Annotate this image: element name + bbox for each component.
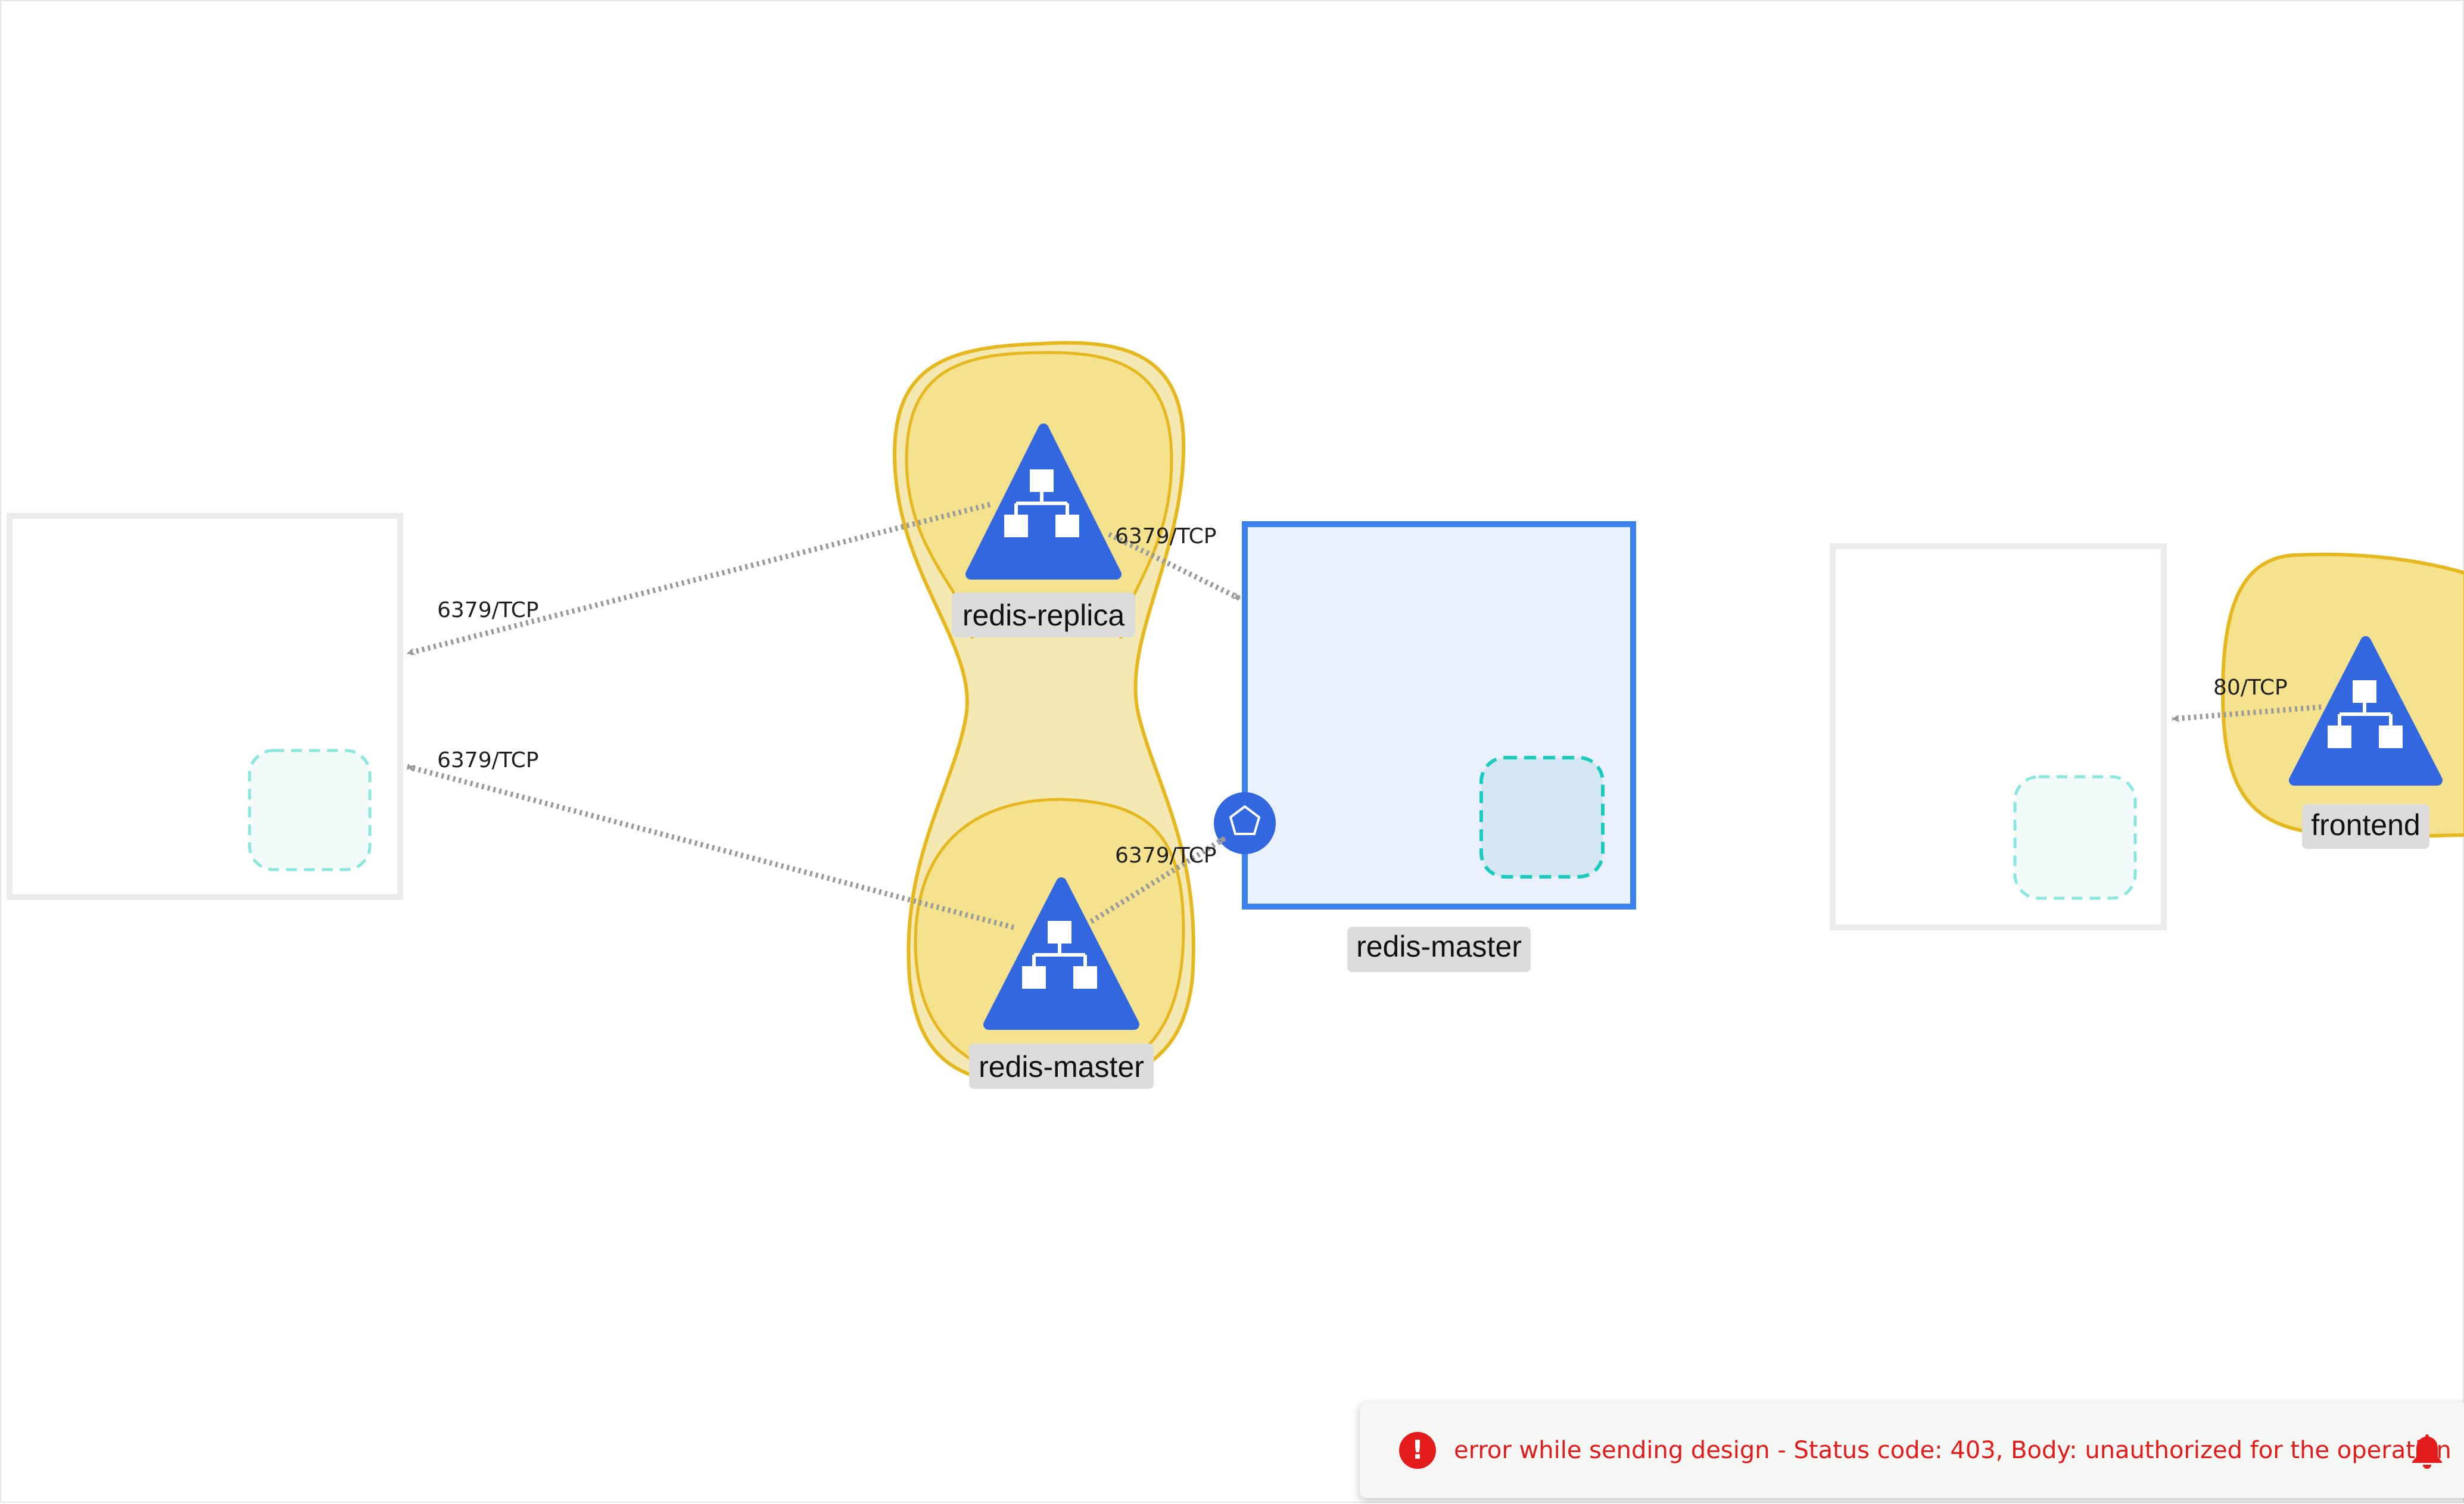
edge-replica-to-master[interactable] <box>1108 531 1241 602</box>
service-node-redis-replica[interactable]: redis-replica <box>952 424 1135 637</box>
edge-label: 6379/TCP <box>1115 524 1216 549</box>
service-node-redis-master[interactable]: redis-master <box>969 877 1154 1089</box>
deployment-box-left[interactable] <box>7 513 403 900</box>
network-topology-icon <box>1004 469 1079 537</box>
pod-placeholder-right[interactable] <box>2013 775 2137 900</box>
deployment-label-redis-master: redis-master <box>1356 930 1522 963</box>
pod-placeholder-left[interactable] <box>248 749 372 871</box>
service-label-bg <box>2302 804 2429 849</box>
service-label-bg <box>969 1044 1154 1089</box>
deployment-label-bg <box>1347 927 1531 972</box>
network-topology-icon <box>2328 680 2403 748</box>
pod-placeholder-redis-master[interactable] <box>1479 756 1605 879</box>
network-topology-icon <box>1022 921 1097 989</box>
pod-handle-icon[interactable] <box>1214 792 1276 854</box>
service-label-redis-replica: redis-replica <box>962 599 1125 632</box>
bell-icon[interactable] <box>2410 1432 2444 1469</box>
edge-frontend-to-right[interactable] <box>2171 704 2322 723</box>
deployment-box-right[interactable] <box>1830 543 2167 930</box>
deployment-box-redis-master[interactable]: redis-master <box>1214 521 1636 972</box>
edge-label: 80/TCP <box>2213 675 2288 700</box>
edge-label: 6379/TCP <box>1115 843 1216 868</box>
service-label-frontend: frontend <box>2311 808 2420 842</box>
edges <box>406 502 2322 930</box>
error-notification[interactable]: ! error while sending design - Status co… <box>1360 1403 2464 1498</box>
edge-master-to-master[interactable] <box>1089 836 1227 924</box>
edge-replica-to-left[interactable] <box>406 502 991 656</box>
error-message: error while sending design - Status code… <box>1454 1437 2451 1464</box>
service-label-redis-master: redis-master <box>979 1050 1144 1083</box>
edge-label: 6379/TCP <box>437 598 538 622</box>
pentagon-icon <box>1229 805 1261 835</box>
service-label-bg <box>952 593 1135 637</box>
service-node-frontend[interactable]: frontend <box>2289 636 2443 849</box>
error-icon: ! <box>1399 1432 1436 1469</box>
edge-label: 6379/TCP <box>437 748 538 773</box>
